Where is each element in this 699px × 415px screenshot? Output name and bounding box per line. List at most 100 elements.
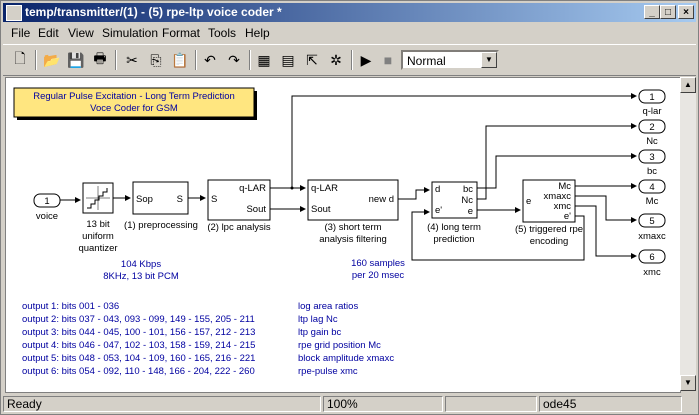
svg-text:6: 6	[649, 252, 654, 263]
svg-text:ltp lag Nc: ltp lag Nc	[298, 314, 338, 325]
short-term-filter-block[interactable]: q-LAR Sout new d	[307, 179, 399, 221]
svg-text:per 20 msec: per 20 msec	[352, 270, 405, 281]
svg-text:log area ratios: log area ratios	[298, 301, 358, 312]
undo-icon[interactable]: ↶	[204, 51, 216, 68]
svg-text:new d: new d	[369, 194, 394, 205]
svg-text:rpe-pulse xmc: rpe-pulse xmc	[298, 366, 358, 377]
svg-text:e: e	[526, 196, 531, 207]
svg-text:S: S	[177, 194, 183, 205]
solver-name: ode45	[539, 396, 682, 412]
svg-text:q-LAR: q-LAR	[239, 183, 266, 194]
zoom-level: 100%	[323, 396, 443, 412]
status-bar: Ready 100% ode45	[3, 395, 696, 413]
outport-xmc[interactable]: 6 xmc	[638, 249, 666, 278]
svg-text:output 4: bits 046 - 047, 102: output 4: bits 046 - 047, 102 - 103, 158…	[22, 340, 255, 351]
inport-voice[interactable]: 1	[33, 193, 61, 208]
menu-edit[interactable]: Edit	[38, 26, 59, 40]
svg-text:rpe grid position Mc: rpe grid position Mc	[298, 340, 381, 351]
svg-text:2: 2	[649, 122, 654, 133]
menu-tools[interactable]: Tools	[208, 26, 237, 40]
svg-text:1: 1	[44, 196, 49, 207]
output-bits-list: output 1: bits 001 - 036 output 2: bits …	[22, 301, 255, 377]
stop-simulation-icon[interactable]: ■	[383, 52, 393, 68]
diagram-canvas[interactable]: Regular Pulse Excitation - Long Term Pre…	[5, 77, 681, 393]
rate-note: 104 Kbps	[121, 259, 161, 270]
svg-text:bc: bc	[647, 166, 657, 177]
svg-text:encoding: encoding	[530, 236, 569, 247]
svg-text:Mc: Mc	[646, 196, 659, 207]
status-blank	[445, 396, 537, 412]
svg-text:analysis filtering: analysis filtering	[319, 234, 387, 245]
svg-text:Regular Pulse Excitation - Lon: Regular Pulse Excitation - Long Term Pre…	[33, 91, 235, 102]
copy-icon[interactable]: ⎘	[150, 51, 162, 68]
svg-text:e': e'	[564, 211, 571, 222]
long-term-prediction-block[interactable]: d e' bc Nc e	[431, 181, 478, 219]
debugger-icon[interactable]: ✲	[330, 51, 342, 68]
chevron-down-icon[interactable]: ▼	[481, 52, 497, 68]
quantizer-block[interactable]	[82, 182, 114, 214]
new-icon[interactable]: 🗋	[14, 50, 26, 66]
svg-text:bc: bc	[463, 184, 473, 195]
lpc-analysis-block[interactable]: S q-LAR Sout	[207, 179, 271, 221]
svg-text:uniform: uniform	[82, 231, 114, 242]
svg-text:Nc: Nc	[461, 195, 473, 206]
redo-icon[interactable]: ↷	[228, 51, 240, 68]
svg-text:quantizer: quantizer	[78, 243, 117, 254]
menu-bar: File Edit View Simulation Format Tools H…	[3, 23, 696, 42]
paste-icon[interactable]: 📋	[171, 51, 189, 68]
menu-file[interactable]: File	[11, 26, 31, 40]
open-icon[interactable]: 📂	[43, 51, 61, 68]
svg-text:output 3: bits 044 - 045, 100: output 3: bits 044 - 045, 100 - 101, 156…	[22, 327, 255, 338]
start-simulation-icon[interactable]: ▶	[360, 51, 372, 68]
outport-xmaxc[interactable]: 5 xmaxc	[638, 213, 666, 242]
menu-view[interactable]: View	[68, 26, 94, 40]
svg-text:Sout: Sout	[311, 204, 331, 215]
toolbar: 🗋 📂 💾 🖶 ✂ ⎘ 📋 ↶ ↷ ▦ ▤ ⇱ ✲ ▶ ■ Normal ▼	[3, 44, 696, 76]
simulation-mode-value: Normal	[407, 54, 446, 68]
menu-help[interactable]: Help	[245, 26, 270, 40]
close-button[interactable]: ×	[678, 5, 694, 19]
svg-text:output 5: bits 048 - 053, 104: output 5: bits 048 - 053, 104 - 109, 160…	[22, 353, 255, 364]
cut-icon[interactable]: ✂	[126, 51, 138, 68]
svg-text:Sout: Sout	[246, 204, 266, 215]
print-icon[interactable]: 🖶	[93, 50, 107, 66]
menu-simulation[interactable]: Simulation	[102, 26, 159, 40]
svg-text:ltp gain bc: ltp gain bc	[298, 327, 342, 338]
vertical-scrollbar[interactable]: ▲ ▼	[680, 77, 696, 391]
svg-text:Sop: Sop	[136, 194, 153, 205]
menu-format[interactable]: Format	[162, 26, 201, 40]
minimize-button[interactable]: _	[644, 5, 660, 19]
outport-mc[interactable]: 4 Mc	[638, 179, 666, 207]
preprocessing-block[interactable]: Sop S	[132, 181, 189, 215]
svg-text:xmaxc: xmaxc	[638, 231, 666, 242]
scroll-up-icon[interactable]: ▲	[680, 77, 696, 93]
lpc-analysis-label: (2) lpc analysis	[207, 222, 271, 233]
svg-text:xmc: xmc	[643, 267, 661, 278]
window-title: temp/transmitter/(1) - (5) rpe-ltp voice…	[25, 5, 282, 19]
go-to-parent-icon[interactable]: ⇱	[306, 51, 318, 68]
svg-text:4: 4	[649, 182, 654, 193]
library-browser-icon[interactable]: ▦	[257, 51, 271, 68]
model-explorer-icon[interactable]: ▤	[281, 51, 295, 68]
svg-text:5: 5	[649, 216, 654, 227]
svg-text:output 6: bits 054 - 092, 110: output 6: bits 054 - 092, 110 - 148, 166…	[22, 366, 255, 377]
quantizer-label: 13 bit	[86, 219, 110, 230]
simulation-mode-select[interactable]: Normal ▼	[401, 50, 499, 70]
svg-text:xmaxc: xmaxc	[544, 191, 572, 202]
svg-text:Voce Coder for GSM: Voce Coder for GSM	[90, 103, 178, 114]
save-icon[interactable]: 💾	[67, 51, 85, 68]
outport-q-lar[interactable]: 1 q-lar	[638, 89, 666, 117]
svg-text:q-LAR: q-LAR	[311, 183, 338, 194]
scroll-down-icon[interactable]: ▼	[680, 375, 696, 391]
svg-text:3: 3	[649, 152, 654, 163]
header-annotation: Regular Pulse Excitation - Long Term Pre…	[13, 87, 257, 120]
svg-text:prediction: prediction	[433, 234, 474, 245]
output-descriptions: log area ratios ltp lag Nc ltp gain bc r…	[298, 301, 394, 377]
outport-bc[interactable]: 3 bc	[638, 149, 666, 177]
svg-text:output 1: bits 001 - 036: output 1: bits 001 - 036	[22, 301, 119, 312]
title-bar[interactable]: temp/transmitter/(1) - (5) rpe-ltp voice…	[3, 3, 696, 22]
svg-text:e: e	[468, 206, 473, 217]
outport-nc[interactable]: 2 Nc	[638, 119, 666, 147]
rpe-encoding-block[interactable]: e Mc xmaxc xmc e'	[522, 179, 576, 223]
maximize-button[interactable]: □	[660, 5, 676, 19]
